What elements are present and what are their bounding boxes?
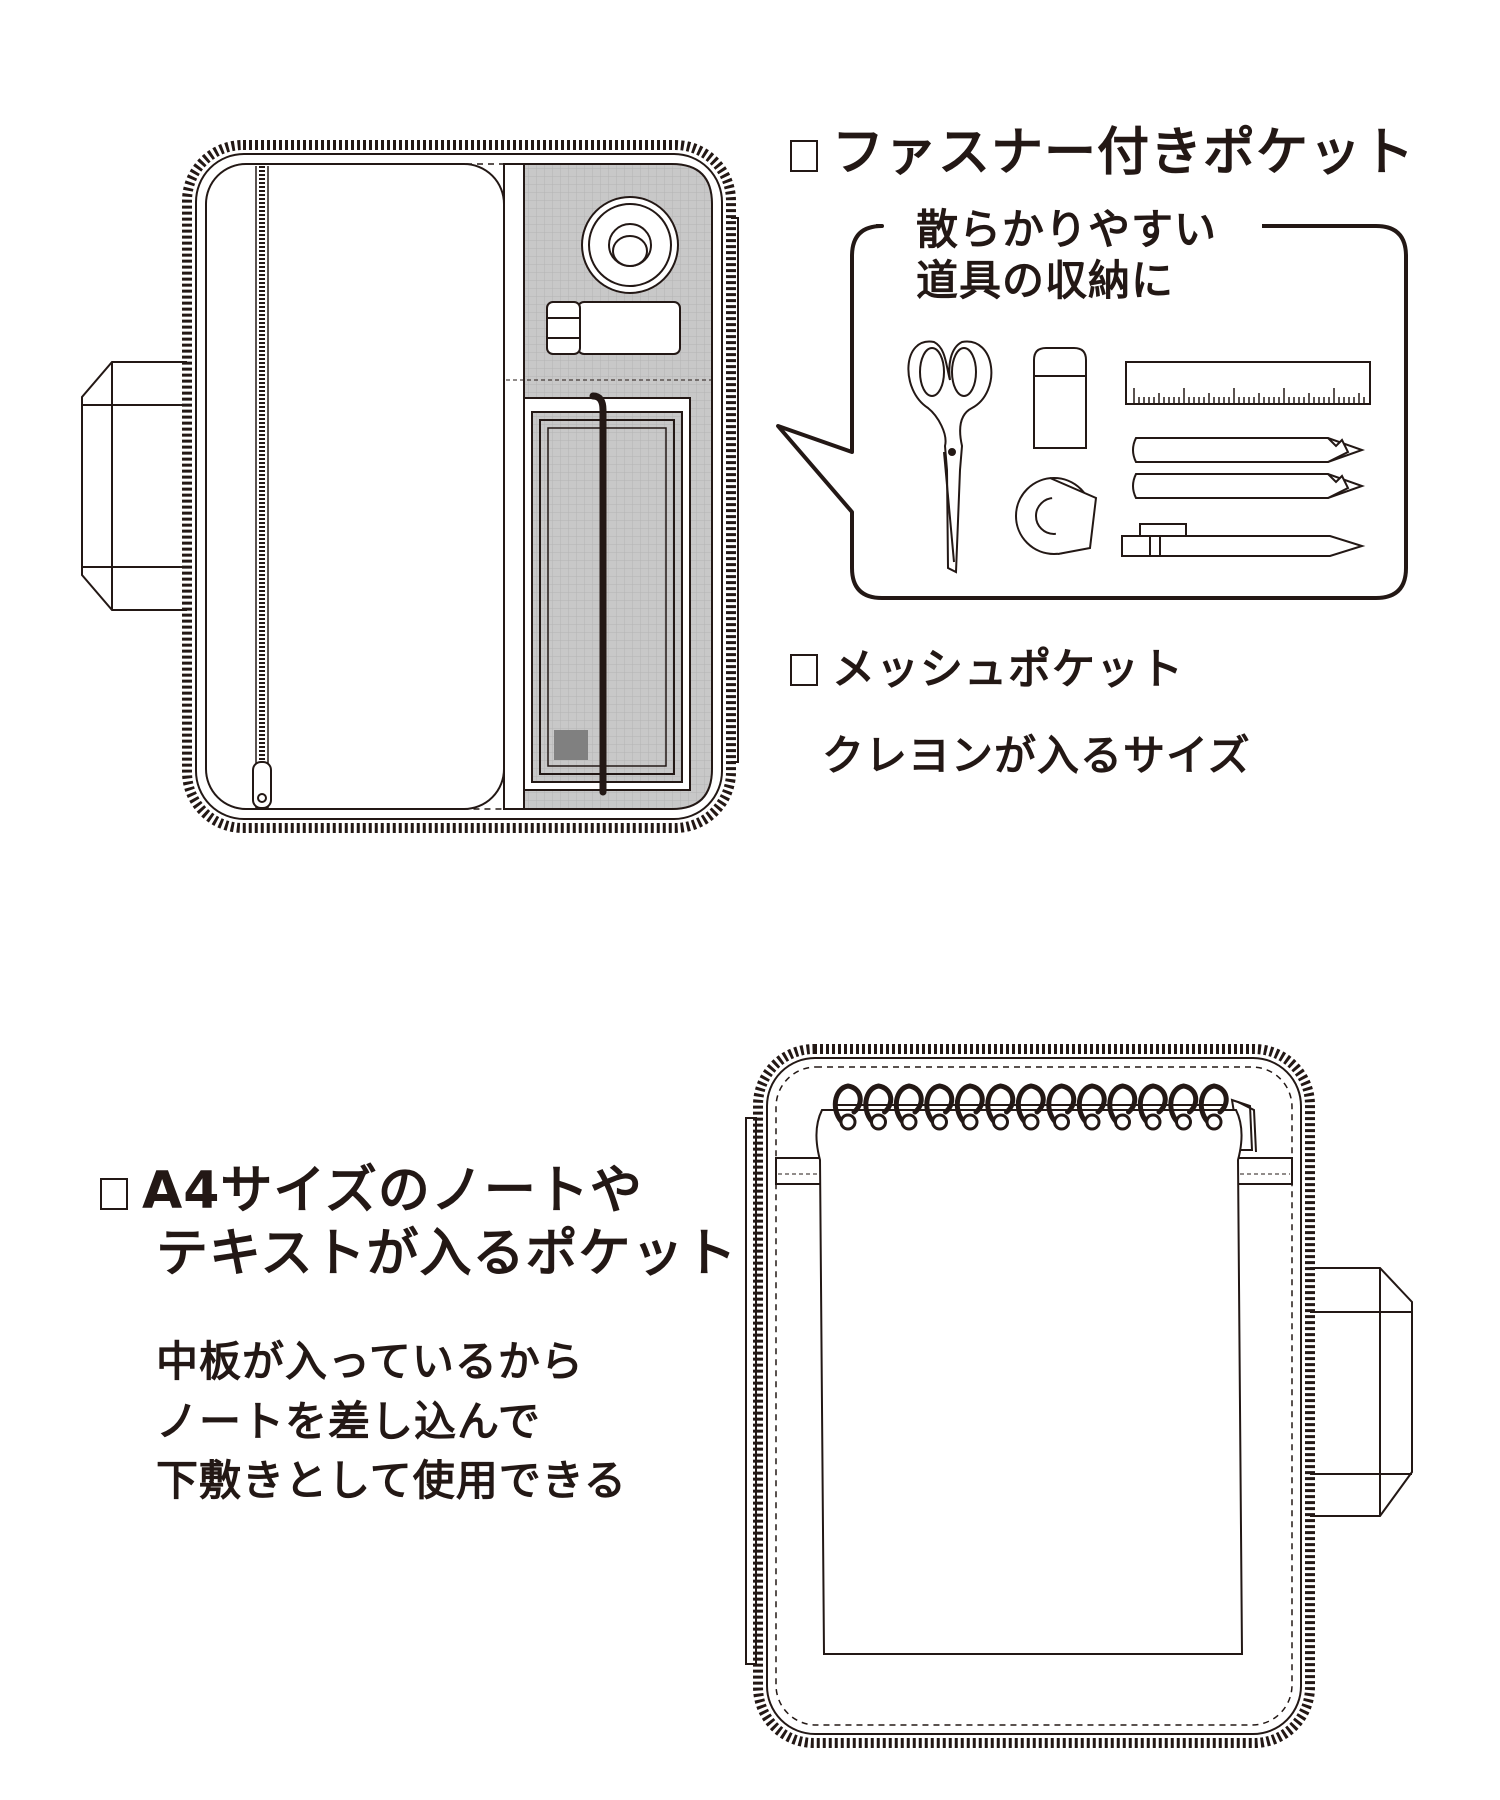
scissors-icon: [907, 340, 993, 574]
spiral-hole: [961, 1113, 979, 1131]
handle: [81, 361, 189, 611]
spiral-ring: [1198, 1083, 1229, 1127]
spiral-ring: [1137, 1083, 1168, 1127]
a4-pocket-heading: A4サイズのノートや テキストが入るポケット: [100, 1160, 737, 1287]
checkbox-icon: [100, 1178, 128, 1210]
spiral-hole: [1053, 1113, 1070, 1131]
board-line: ノートを差し込んで: [156, 1396, 541, 1446]
spiral-ring: [832, 1083, 863, 1127]
case-interior-view: [81, 140, 739, 833]
spiral-notebook-icon: [815, 1083, 1257, 1655]
mesh-pocket-description: クレヨンが入るサイズ: [822, 731, 1251, 780]
board-description: 中板が入っているから ノートを差し込んで 下敷きとして使用できる: [156, 1332, 627, 1511]
case-side-strip: [745, 1117, 757, 1665]
checkbox-icon: [790, 654, 818, 686]
board-line: 下敷きとして使用できる: [156, 1456, 627, 1506]
tape-icon: [581, 196, 679, 294]
mesh-pocket: [523, 392, 691, 796]
spiral-hole: [1022, 1113, 1040, 1131]
handle: [1307, 1267, 1413, 1517]
callout-line: 道具の収納に: [916, 256, 1175, 306]
board-line: 中板が入っているから: [156, 1337, 584, 1386]
case-notebook-view: [745, 1044, 1413, 1748]
spiral-hole: [870, 1113, 887, 1131]
ruler-icon: [1125, 361, 1371, 405]
spiral-hole: [1205, 1113, 1223, 1131]
spiral-hole: [1175, 1113, 1192, 1131]
spiral-hole: [992, 1113, 1009, 1131]
spiral-ring: [1015, 1083, 1046, 1127]
spiral-hole: [1083, 1113, 1101, 1131]
eraser-icon: [1033, 347, 1087, 449]
spiral-hole: [931, 1113, 948, 1131]
spiral-ring: [1107, 1083, 1138, 1127]
pencil-icon: [1132, 437, 1366, 499]
glue-stick-icon: [546, 301, 681, 355]
callout-text: 散らかりやすい 道具の収納に: [916, 204, 1217, 306]
zipper-pocket-heading: ファスナー付きポケット: [790, 122, 1415, 185]
spiral-hole: [900, 1113, 918, 1131]
zipper-pull-icon: [252, 761, 272, 809]
zipper-pocket: [205, 163, 505, 810]
spiral-ring: [985, 1083, 1016, 1127]
tape-dispenser-icon: [1015, 477, 1098, 555]
spiral-hole: [1114, 1113, 1131, 1131]
a4-pocket-heading-line2: テキストが入るポケット: [156, 1224, 738, 1285]
spiral-rings: [832, 1083, 1229, 1131]
spiral-hole: [1144, 1113, 1162, 1131]
mesh-pocket-heading: メッシュポケット: [790, 644, 1184, 696]
spiral-ring: [954, 1083, 985, 1127]
checkbox-icon: [790, 140, 818, 172]
spiral-ring: [1168, 1083, 1199, 1127]
callout-line: 散らかりやすい: [916, 205, 1218, 254]
spiral-ring: [863, 1083, 894, 1127]
ballpoint-pen-icon: [1121, 523, 1366, 557]
spiral-ring: [924, 1083, 955, 1127]
callout-bubble: [776, 224, 1408, 600]
spiral-ring: [893, 1083, 924, 1127]
spiral-hole: [839, 1113, 857, 1131]
spiral-ring: [1076, 1083, 1107, 1127]
spiral-ring: [1046, 1083, 1077, 1127]
